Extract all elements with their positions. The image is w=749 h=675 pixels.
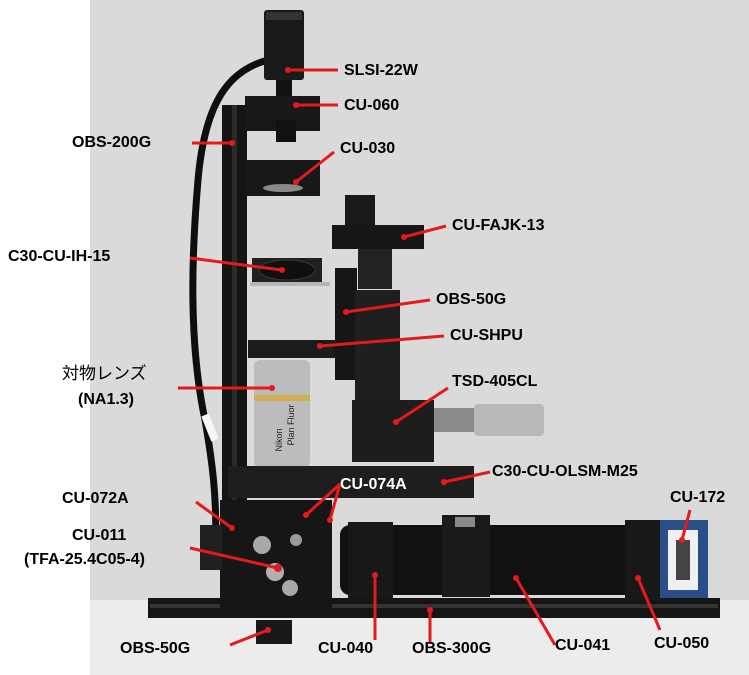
camera-barcode <box>676 540 690 580</box>
stage-shpu <box>248 340 340 358</box>
sample-slide <box>250 282 330 286</box>
label-c30-cu-olsm-m25: C30-CU-OLSM-M25 <box>492 463 638 480</box>
leader-olsm <box>443 470 491 484</box>
tube-clamp-screw <box>455 517 475 527</box>
light-source-neck <box>276 80 292 98</box>
leader-cu030 <box>295 150 335 184</box>
label-obs-50g-upper: OBS-50G <box>436 291 507 308</box>
leader-obs50g-lower <box>229 628 269 647</box>
light-source <box>264 10 304 80</box>
cube-knob-3 <box>282 580 298 596</box>
tube-clamp-middle <box>442 515 490 597</box>
label-objective-jp: 対物レンズ <box>62 364 147 383</box>
label-tsd-405cl: TSD-405CL <box>452 373 538 390</box>
leader-cu074a-1 <box>304 482 342 517</box>
label-cu-040: CU-040 <box>318 640 374 657</box>
light-cable <box>189 56 269 561</box>
translation-stage <box>352 400 434 462</box>
cable-tag <box>201 413 219 442</box>
label-slsi-22w: SLSI-22W <box>344 62 418 79</box>
label-cu-050: CU-050 <box>654 635 710 652</box>
bracket-fajk13-top <box>332 225 424 249</box>
bracket-fajk13 <box>345 195 375 225</box>
label-obs-50g-lower: OBS-50G <box>120 640 191 657</box>
leader-cu172 <box>680 509 692 541</box>
label-cu-041: CU-041 <box>555 637 611 654</box>
objective-model-text: Plan Fluor <box>286 404 296 445</box>
plate-cu060-lens <box>276 120 296 142</box>
cube-side-mount <box>200 525 222 570</box>
tube-clamp-050 <box>625 520 665 600</box>
tube-clamp-040 <box>348 522 393 598</box>
label-obs-200g: OBS-200G <box>72 134 152 151</box>
micrometer-body <box>434 408 474 432</box>
leader-cu041 <box>514 577 557 646</box>
light-source-cap <box>266 12 302 20</box>
bracket-fajk13-neck <box>358 249 392 289</box>
rail-obs50g-upper <box>335 268 357 380</box>
label-cu-060: CU-060 <box>344 97 400 114</box>
label-tfa: (TFA-25.4C05-4) <box>24 551 145 568</box>
label-cu-074a: CU-074A <box>340 476 407 493</box>
leader-lines <box>178 68 692 647</box>
label-objective-na: (NA1.3) <box>78 391 135 408</box>
leader-cu072a <box>195 500 233 530</box>
label-cu-shpu: CU-SHPU <box>450 327 523 344</box>
label-cu-fajk-13: CU-FAJK-13 <box>452 217 545 234</box>
leader-tsd <box>395 386 449 424</box>
plate-olsm-m25 <box>228 466 474 498</box>
plate-cu030-aperture <box>263 184 303 192</box>
lens-tube <box>340 525 655 595</box>
leader-cu011 <box>189 546 279 570</box>
leader-ih15 <box>189 256 283 272</box>
leader-dots <box>229 67 685 633</box>
cube-knob-4 <box>290 534 302 546</box>
vertical-rail-groove <box>232 105 237 525</box>
cube-knob-1 <box>253 536 271 554</box>
objective-brand-text: Nikon <box>274 428 284 451</box>
micrometer-barrel <box>474 404 544 436</box>
rail-groove <box>150 604 718 608</box>
backdrop <box>90 0 749 620</box>
leader-obs50g-upper <box>345 298 431 314</box>
leader-shpu <box>319 334 445 348</box>
leader-cu050 <box>636 577 662 631</box>
label-cu-172: CU-172 <box>670 489 726 506</box>
label-cu-011: CU-011 <box>72 527 127 544</box>
label-c30-cu-ih-15: C30-CU-IH-15 <box>8 248 111 265</box>
label-cu-072a: CU-072A <box>62 490 129 507</box>
holder-ih15-ring <box>258 259 316 281</box>
label-cu-030: CU-030 <box>340 140 396 157</box>
label-obs-300g: OBS-300G <box>412 640 492 657</box>
leader-fajk <box>403 224 447 239</box>
objective-band <box>254 395 310 401</box>
leader-cu074a-2 <box>328 483 342 521</box>
